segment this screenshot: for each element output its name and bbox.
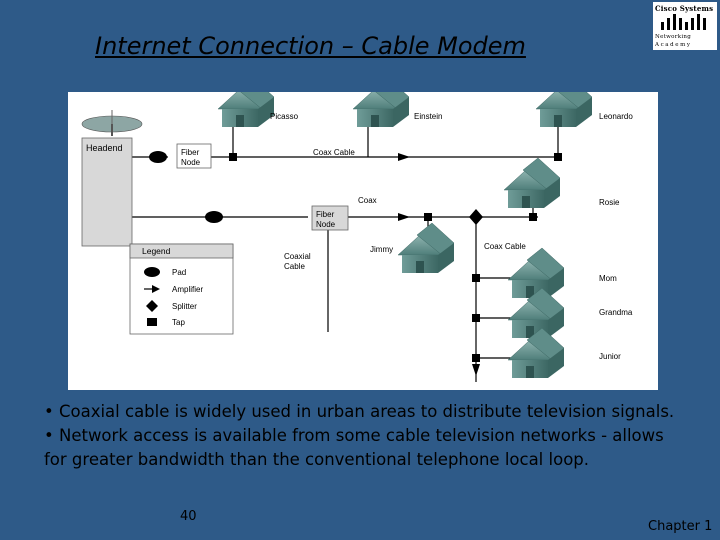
coax-label: Coax: [358, 196, 377, 205]
fiber-node-1-line-1: Fiber: [181, 148, 200, 157]
legend-tap-label: Tap: [172, 318, 185, 327]
tap-markers: [229, 153, 562, 362]
logo-line-1: Cisco Systems: [655, 4, 714, 13]
pad-marker: [205, 211, 223, 223]
house-icon: [507, 247, 565, 299]
house-icon: [352, 76, 410, 128]
fiber-node-2-line-1: Fiber: [316, 210, 335, 219]
legend-pad-icon: [144, 267, 160, 277]
house-label-mom: Mom: [599, 274, 617, 283]
legend-box: Legend Pad Amplifier Splitter Tap: [129, 243, 234, 335]
legend-title: Legend: [142, 246, 171, 256]
coaxial-cable-line-2: Cable: [284, 262, 305, 271]
amplifier-arrows: [398, 153, 480, 376]
fiber-node-1: [176, 143, 212, 169]
coax-cable-right-label: Coax Cable: [484, 242, 526, 251]
legend-splitter-label: Splitter: [172, 302, 197, 311]
coax-cable-label: Coax Cable: [313, 148, 355, 157]
logo-line-2: Networking: [655, 34, 692, 40]
legend-splitter-icon: [146, 300, 158, 312]
house-label-picasso: Picasso: [270, 112, 299, 121]
headend-box: [81, 137, 133, 247]
bullet-item-2: • Network access is available from some …: [44, 426, 664, 469]
house-label-rosie: Rosie: [599, 198, 620, 207]
legend-amplifier-icon: [152, 285, 160, 293]
bullet-list: • Coaxial cable is widely used in urban …: [44, 400, 684, 472]
slide-title: Internet Connection – Cable Modem: [95, 32, 526, 60]
logo-line-3: Academy: [655, 42, 692, 48]
house-icon: [397, 222, 455, 274]
fiber-node-1-line-2: Node: [181, 158, 201, 167]
chapter-footer: Chapter 1: [648, 519, 713, 534]
house-icon: [503, 157, 561, 209]
house-label-grandma: Grandma: [599, 308, 633, 317]
legend-amplifier-label: Amplifier: [172, 285, 203, 294]
headend-label: Headend: [86, 143, 123, 153]
page-number: 40: [180, 509, 197, 524]
legend-tap-icon: [147, 318, 157, 326]
house-label-leonardo: Leonardo: [599, 112, 633, 121]
fiber-node-2: [311, 205, 349, 231]
pad-marker: [149, 151, 167, 163]
house-label-junior: Junior: [599, 352, 621, 361]
cisco-bars-icon: [661, 14, 706, 30]
fiber-node-2-line-2: Node: [316, 220, 336, 229]
house-label-jimmy: Jimmy: [370, 245, 393, 254]
cisco-networking-academy-logo: Cisco Systems Networking Academy: [653, 2, 717, 50]
house-label-einstein: Einstein: [414, 112, 442, 121]
house-icon: [535, 76, 593, 128]
house-icon: [217, 76, 275, 128]
legend-pad-label: Pad: [172, 268, 186, 277]
bullet-item-1: • Coaxial cable is widely used in urban …: [44, 402, 675, 421]
coaxial-cable-line-1: Coaxial: [284, 252, 311, 261]
satellite-dish-icon: [81, 110, 143, 136]
cable-network-diagram: Headend Fiber Node Fiber Node Coax Cable…: [68, 76, 658, 390]
splitter-marker: [469, 209, 483, 225]
